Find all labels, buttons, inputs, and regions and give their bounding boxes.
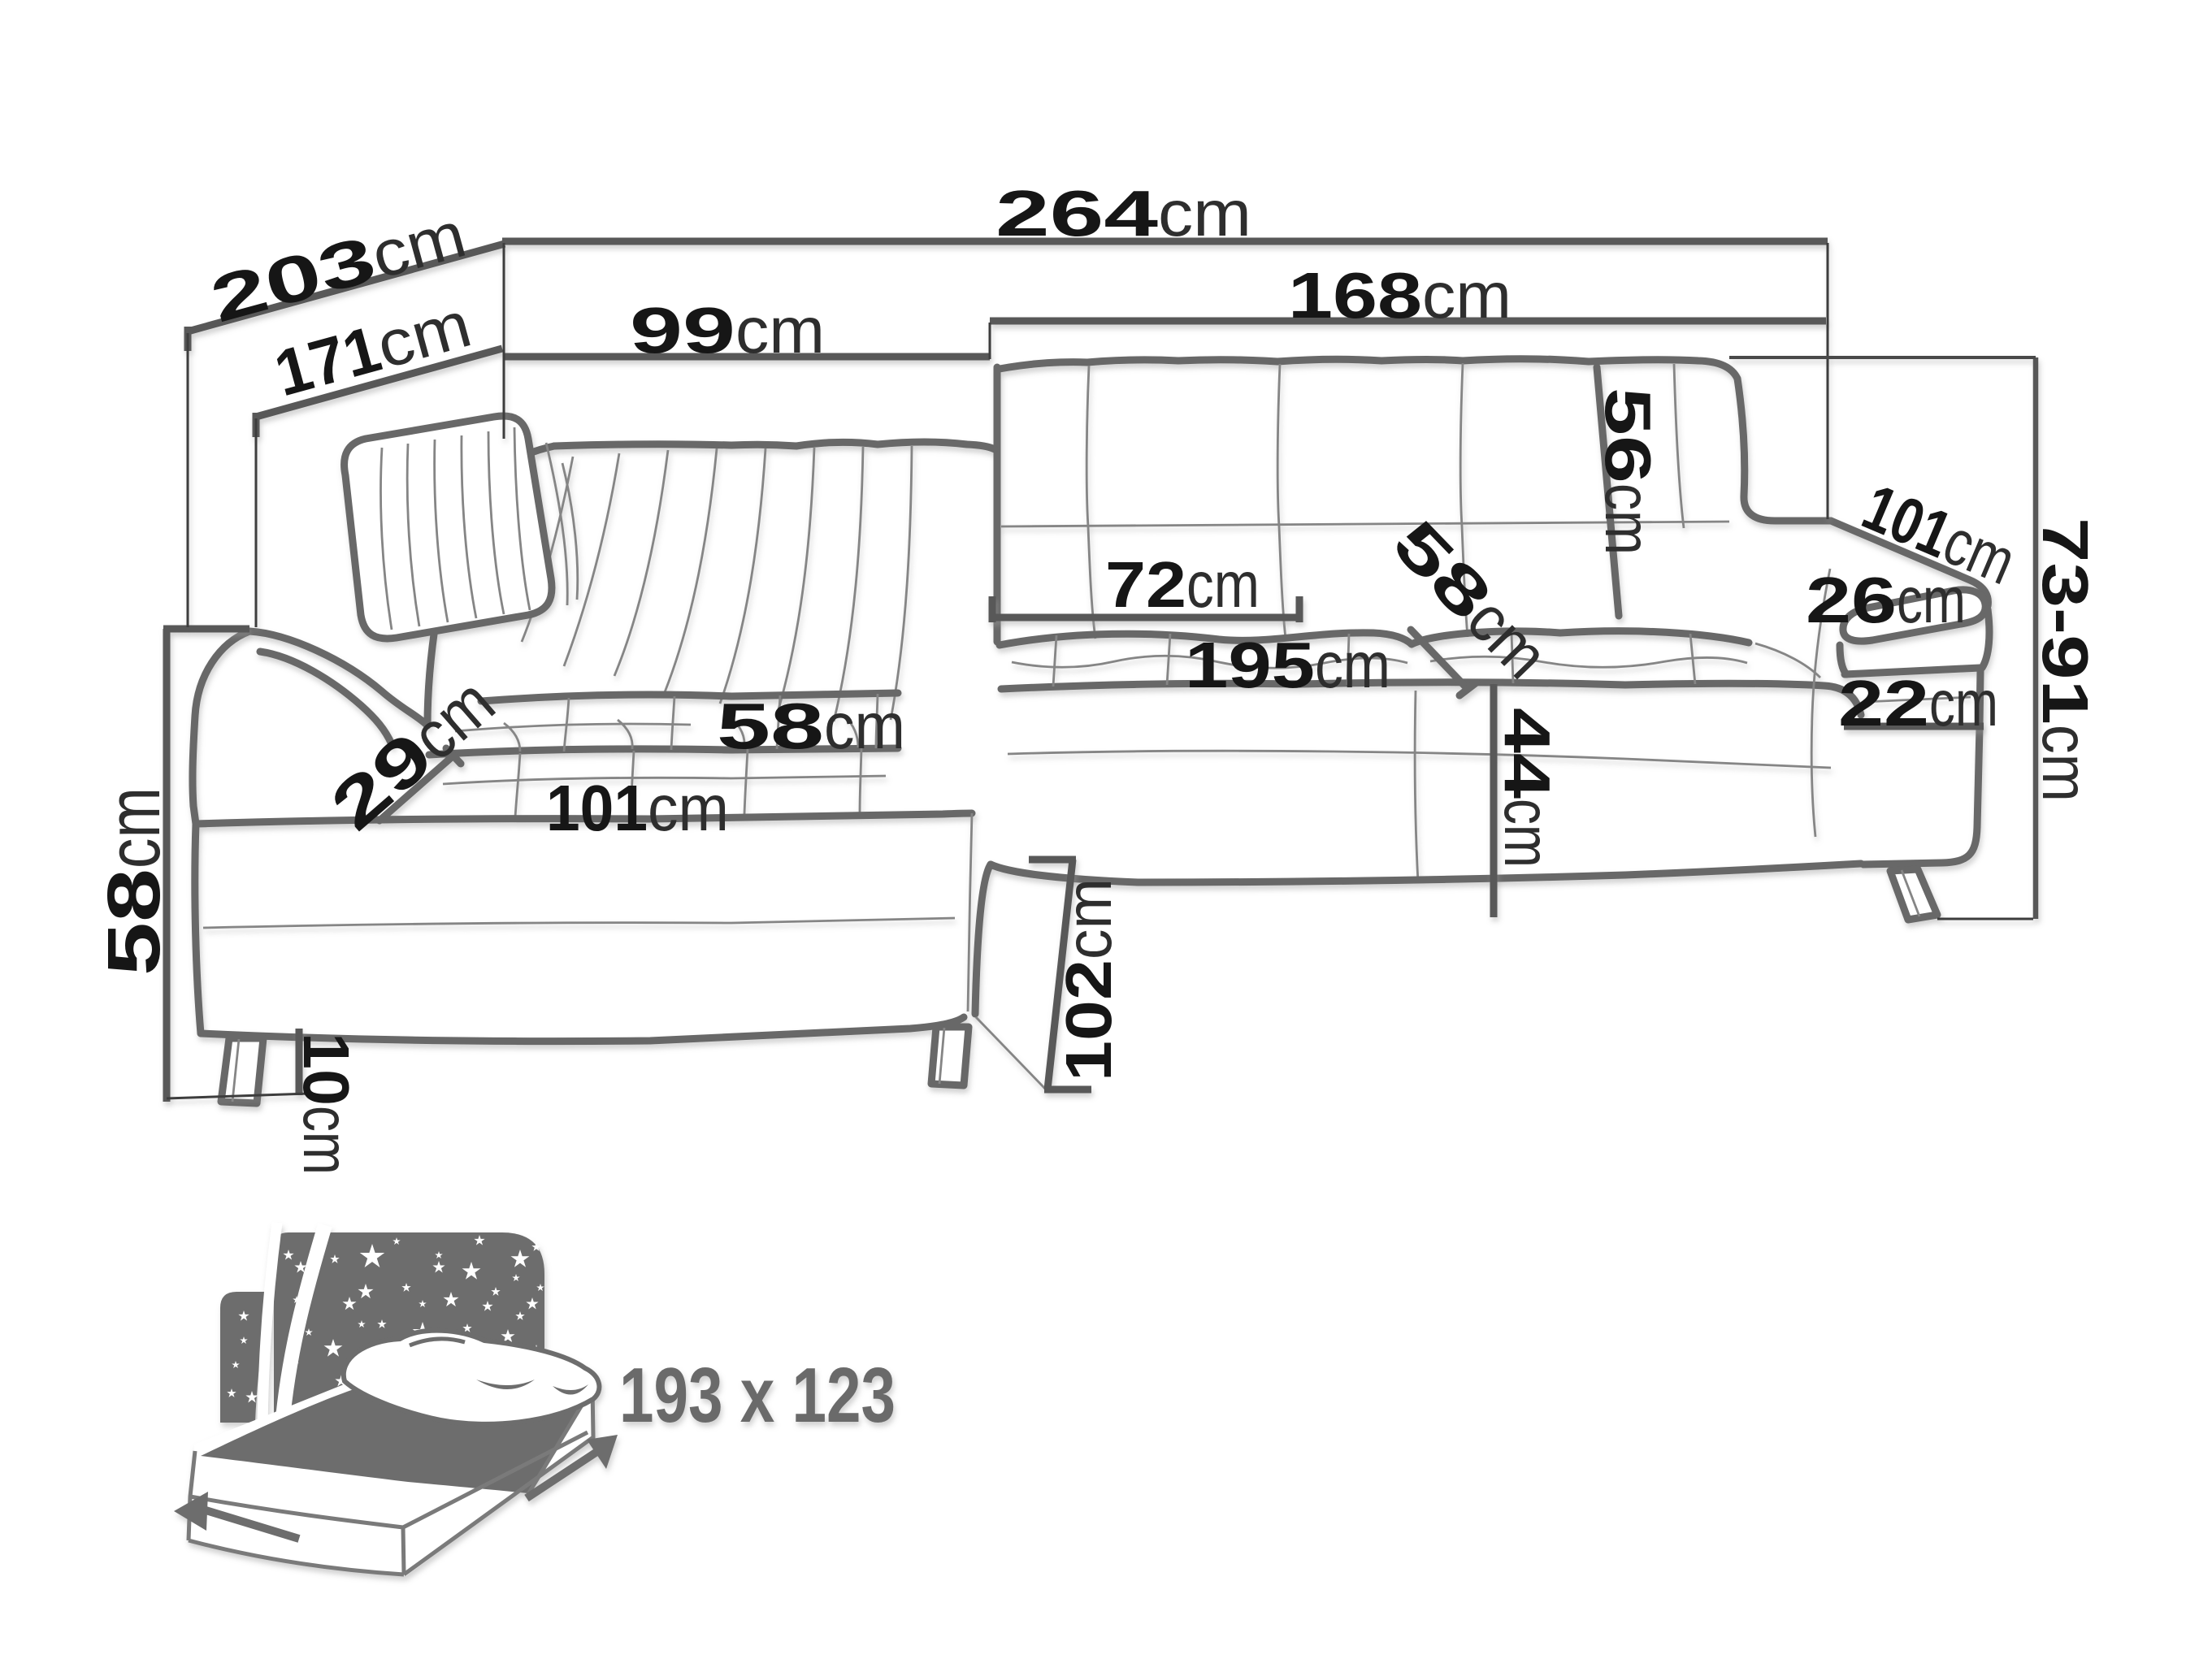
svg-text:58cm: 58cm	[717, 690, 905, 762]
svg-text:26cm: 26cm	[1806, 564, 1966, 636]
svg-text:193 x 123: 193 x 123	[619, 1352, 896, 1439]
svg-text:22cm: 22cm	[1838, 667, 1998, 739]
svg-text:56cm: 56cm	[1592, 388, 1664, 555]
svg-text:58cm: 58cm	[93, 787, 176, 976]
svg-text:44cm: 44cm	[1491, 708, 1564, 868]
svg-text:72cm: 72cm	[1105, 548, 1260, 621]
svg-text:10cm: 10cm	[290, 1033, 362, 1175]
svg-text:168cm: 168cm	[1288, 259, 1512, 331]
svg-text:99cm: 99cm	[630, 294, 825, 366]
svg-text:73-91cm: 73-91cm	[2029, 518, 2101, 802]
svg-text:195cm: 195cm	[1185, 629, 1390, 701]
svg-text:264cm: 264cm	[995, 177, 1251, 249]
svg-text:102cm: 102cm	[1052, 878, 1125, 1081]
svg-text:101cm: 101cm	[546, 772, 729, 844]
